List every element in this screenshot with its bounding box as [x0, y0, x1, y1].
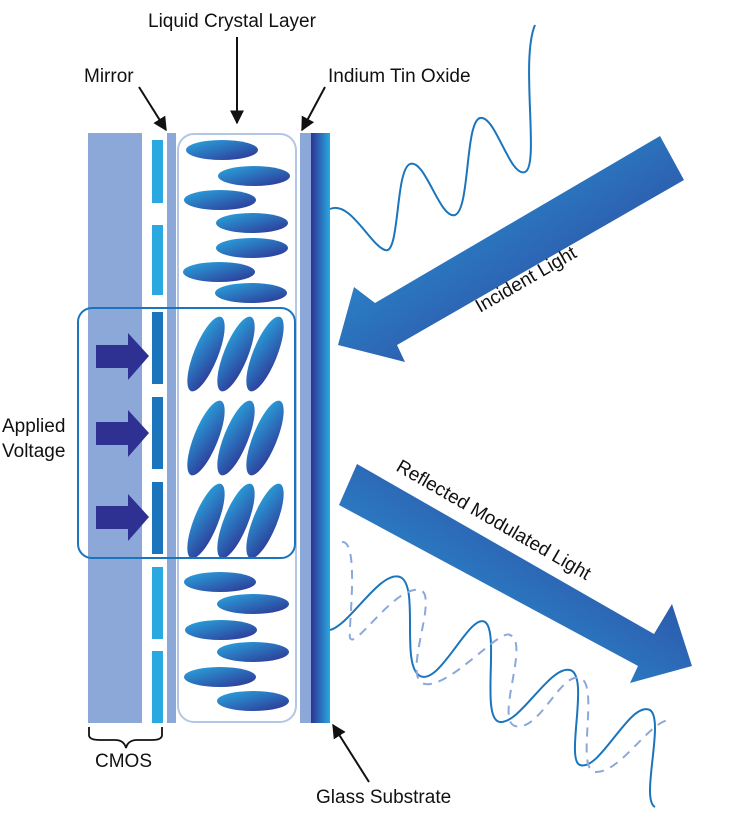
- applied-voltage-label-line2: Voltage: [2, 441, 65, 462]
- lc-molecule: [216, 213, 288, 233]
- glass-substrate-layer: [311, 133, 330, 723]
- applied-voltage-region: [77, 307, 296, 559]
- lc-molecule: [186, 140, 258, 160]
- lc-molecule: [184, 190, 256, 210]
- voltage-arrow-icon: [96, 494, 149, 541]
- mirror-segment-active: [152, 397, 163, 469]
- mirror-segment-active: [152, 482, 163, 554]
- ito-pointer-arrow: [301, 86, 326, 132]
- lc-molecule-tilted: [246, 316, 284, 392]
- mirror-segments: [152, 140, 163, 723]
- alignment-layer-left: [167, 133, 176, 723]
- lc-molecule-tilted: [217, 400, 255, 476]
- lc-molecules-aligned: [187, 316, 284, 559]
- incident-light-arrow: [338, 136, 684, 362]
- lc-molecule: [217, 691, 289, 711]
- indium-tin-oxide-layer: [300, 133, 311, 723]
- lc-molecule-tilted: [187, 316, 225, 392]
- cmos-label: CMOS: [95, 751, 152, 772]
- lc-molecules-bottom: [184, 572, 289, 711]
- reflected-light-wave: [329, 575, 656, 808]
- lc-molecule: [218, 166, 290, 186]
- lc-molecule: [183, 262, 255, 282]
- indium-tin-oxide-label: Indium Tin Oxide: [328, 66, 471, 87]
- lc-molecule-tilted: [217, 316, 255, 392]
- glass-substrate-label: Glass Substrate: [316, 787, 451, 808]
- voltage-arrow-icon: [96, 410, 149, 457]
- mirror-pointer-arrow: [138, 86, 167, 132]
- voltage-arrows: [96, 333, 149, 541]
- lc-molecule-tilted: [246, 400, 284, 476]
- reflected-light-wave-shifted: [341, 540, 671, 774]
- mirror-segment-active: [152, 312, 163, 384]
- lc-molecule: [185, 620, 257, 640]
- mirror-segment: [152, 225, 163, 295]
- liquid-crystal-layer-label: Liquid Crystal Layer: [148, 11, 317, 32]
- lc-molecule: [184, 572, 256, 592]
- cmos-brace: [88, 727, 163, 749]
- mirror-segment: [152, 651, 163, 723]
- lc-molecule: [217, 594, 289, 614]
- lc-molecule: [215, 283, 287, 303]
- lc-molecule-tilted: [217, 483, 255, 559]
- voltage-arrow-icon: [96, 333, 149, 380]
- lc-molecule: [216, 238, 288, 258]
- lc-molecule-tilted: [246, 483, 284, 559]
- mirror-segment: [152, 140, 163, 203]
- mirror-label: Mirror: [84, 66, 134, 87]
- incident-light-wave: [329, 24, 536, 252]
- applied-voltage-label-line1: Applied: [2, 416, 65, 437]
- mirror-segment: [152, 567, 163, 639]
- lc-molecule: [217, 642, 289, 662]
- lc-molecules-top: [183, 140, 290, 303]
- glass-substrate-pointer-arrow: [332, 723, 370, 783]
- lc-molecule: [184, 667, 256, 687]
- reflected-light-arrow: [339, 464, 692, 683]
- lc-molecule-tilted: [187, 400, 225, 476]
- lc-molecule-tilted: [187, 483, 225, 559]
